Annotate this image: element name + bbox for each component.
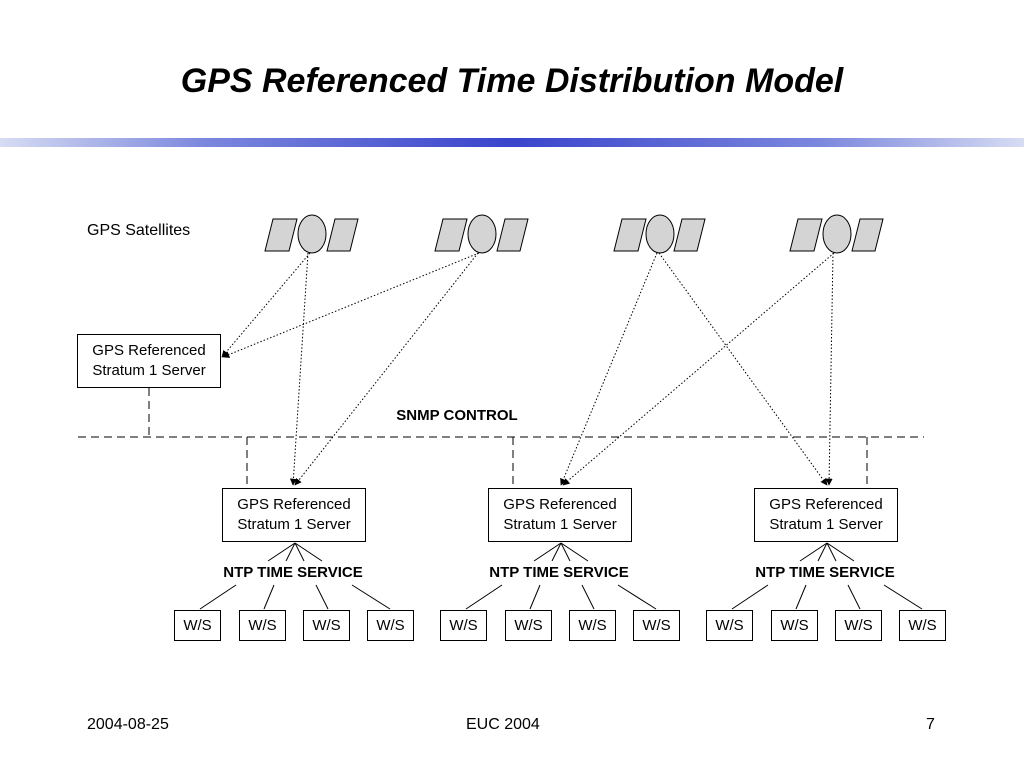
workstation-box: W/S [569, 610, 616, 641]
footer-conference: EUC 2004 [466, 716, 540, 733]
ntp-label-c: NTP TIME SERVICE [755, 564, 895, 581]
workstation-box: W/S [174, 610, 221, 641]
server-line1: GPS Referenced [503, 496, 617, 513]
server-box-top: GPS Referenced Stratum 1 Server [77, 334, 221, 388]
server-box-c: GPS Referenced Stratum 1 Server [754, 488, 898, 542]
satellite-icon-1 [264, 214, 359, 254]
workstation-box: W/S [440, 610, 487, 641]
workstation-box: W/S [303, 610, 350, 641]
server-line2: Stratum 1 Server [237, 516, 351, 533]
workstation-links [199, 584, 923, 610]
snmp-control-label: SNMP CONTROL [396, 407, 518, 424]
server-box-a: GPS Referenced Stratum 1 Server [222, 488, 366, 542]
ntp-label-b: NTP TIME SERVICE [489, 564, 629, 581]
gps-satellites-label: GPS Satellites [87, 222, 191, 239]
workstation-box: W/S [899, 610, 946, 641]
workstation-box: W/S [505, 610, 552, 641]
gps-signal-lines [221, 252, 835, 486]
server-line1: GPS Referenced [237, 496, 351, 513]
satellite-icon-3 [613, 214, 706, 254]
snmp-network [78, 388, 924, 487]
server-fan-lines [267, 542, 855, 562]
server-line2: Stratum 1 Server [503, 516, 617, 533]
ntp-label-a: NTP TIME SERVICE [223, 564, 363, 581]
title-divider [0, 138, 1024, 147]
server-box-b: GPS Referenced Stratum 1 Server [488, 488, 632, 542]
workstation-box: W/S [239, 610, 286, 641]
workstation-box: W/S [633, 610, 680, 641]
footer-date: 2004-08-25 [87, 716, 169, 733]
server-line1: GPS Referenced [92, 342, 206, 359]
satellite-icon-4 [789, 214, 884, 254]
workstation-box: W/S [835, 610, 882, 641]
page-title: GPS Referenced Time Distribution Model [180, 62, 844, 100]
satellite-icon-2 [434, 214, 529, 254]
server-line1: GPS Referenced [769, 496, 883, 513]
workstation-box: W/S [771, 610, 818, 641]
workstation-box: W/S [706, 610, 753, 641]
server-line2: Stratum 1 Server [769, 516, 883, 533]
footer-page-number: 7 [926, 716, 935, 733]
workstation-box: W/S [367, 610, 414, 641]
server-line2: Stratum 1 Server [92, 362, 206, 379]
